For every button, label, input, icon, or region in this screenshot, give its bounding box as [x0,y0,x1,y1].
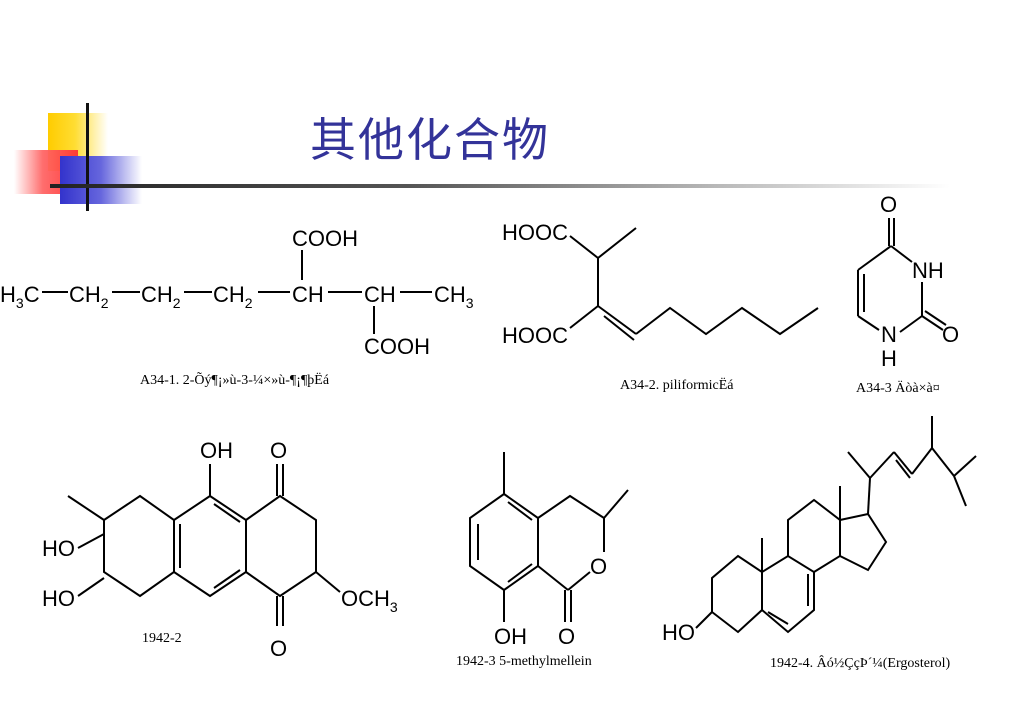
caption-1942-3: 1942-3 5-methylmellein [456,654,592,669]
structure-a34-3: O NH O N H A34-3 Äòà×à¤ [856,192,959,396]
atom-hooc-top: HOOC [502,220,568,245]
atom-hooc-bottom: HOOC [502,323,568,348]
atom-o-top-right: O [270,438,287,463]
atom-n: N [881,322,897,347]
structure-1942-3: O O OH 1942-3 5-methylmellein [456,452,629,669]
decor-vertical-line [86,103,89,211]
atom-ch-2: CH [364,282,396,307]
atom-ho: HO [662,620,695,645]
atom-cooh-top: COOH [292,226,358,251]
atom-o-top: O [880,192,897,217]
caption-1942-4: 1942-4. Âó½ÇçÞ´¼(Ergosterol) [770,654,950,671]
structure-a34-2: HOOC HOOC A34-2. piliformicËá [502,220,819,393]
atom-oh: OH [494,624,527,649]
decor-blue-square [60,156,142,204]
atom-ch2-3: CH2 [213,282,253,311]
decor-title-underline [50,184,950,188]
atom-o-right: O [942,322,959,347]
structure-1942-2: OH O HO HO O OCH3 1942-2 [42,438,398,661]
structure-1942-4: HO 1942-4. Âó½ÇçÞ´¼(Ergosterol) [662,416,977,671]
atom-ho-1: HO [42,536,75,561]
atom-ho-2: HO [42,586,75,611]
atom-cooh-bottom: COOH [364,334,430,359]
atom-oh-top: OH [200,438,233,463]
atom-ch2-1: CH2 [69,282,109,311]
atom-o-bottom: O [270,636,287,661]
atom-h: H [881,346,897,371]
atom-o-carbonyl: O [558,624,575,649]
slide-title: 其他化合物 [310,113,550,167]
caption-a34-2: A34-2. piliformicËá [620,376,734,393]
structure-a34-1: H3C CH2 CH2 CH2 CH COOH CH COOH CH3 A34-… [0,226,474,388]
caption-a34-1: A34-1. 2-Õý¶¡»ù-3-¼×»ù-¶¡¶þËá [140,371,330,388]
atom-nh: NH [912,258,944,283]
atom-och3: OCH3 [341,586,398,615]
atom-o-ring: O [590,554,607,579]
caption-a34-3: A34-3 Äòà×à¤ [856,379,940,396]
atom-h3c: H3C [0,282,40,311]
atom-ch3: CH3 [434,282,474,311]
atom-ch2-2: CH2 [141,282,181,311]
caption-1942-2: 1942-2 [142,631,182,646]
atom-ch-1: CH [292,282,324,307]
